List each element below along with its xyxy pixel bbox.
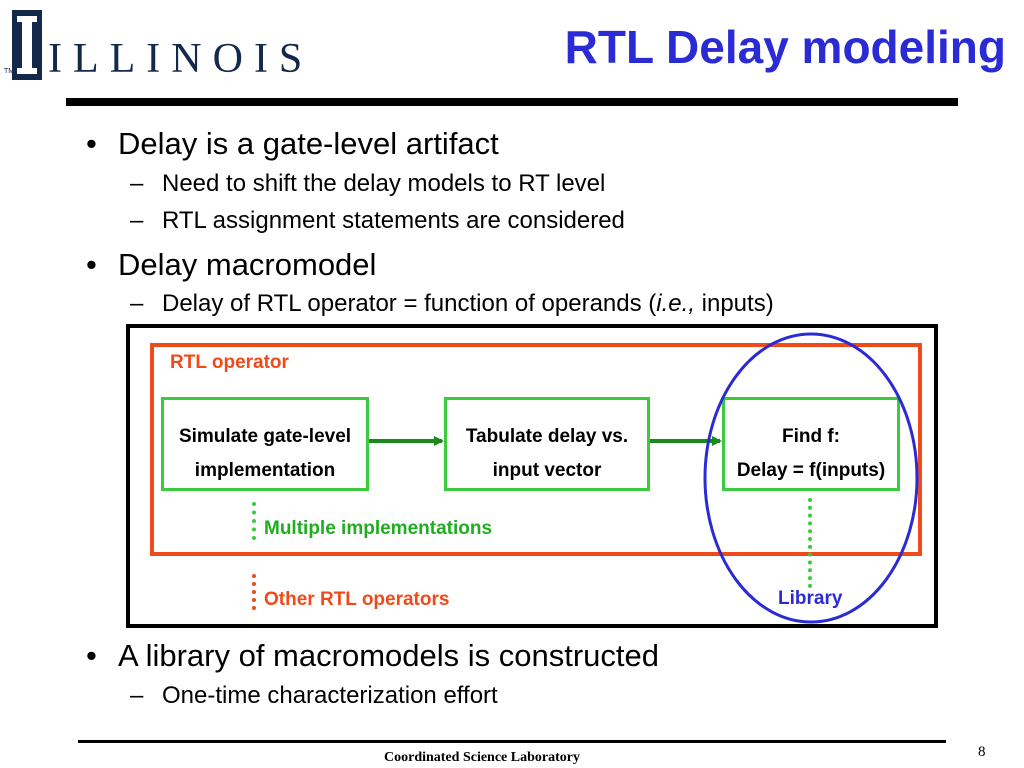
footer-text: Coordinated Science Laboratory [384, 750, 580, 765]
implementations-dotted-line [252, 502, 256, 540]
library-label: Library [778, 588, 843, 609]
tabulate-box-text: Tabulate delay vs.input vector [465, 426, 629, 481]
find-f-box-text: Find f:Delay = f(inputs) [736, 426, 886, 481]
logo-pillar-icon [12, 10, 42, 80]
tabulate-box [444, 397, 650, 491]
footer-divider [78, 740, 946, 743]
logo-trademark: TM [4, 68, 15, 75]
title-divider [66, 98, 958, 106]
rtl-operator-label: RTL operator [170, 352, 289, 373]
rtl-operator-box [150, 343, 922, 556]
library-dotted-line [808, 498, 812, 588]
simulate-box [161, 397, 369, 491]
diagram-frame [126, 324, 938, 628]
multiple-implementations-label: Multiple implementations [264, 518, 493, 539]
other-operators-dotted-line [252, 574, 256, 610]
logo-wordmark: ILLINOIS [48, 36, 314, 82]
slide-title: RTL Delay modeling [564, 21, 1006, 73]
illinois-logo: ILLINOIS TM [4, 8, 302, 84]
page-number: 8 [978, 744, 986, 760]
other-rtl-operators-label: Other RTL operators [264, 589, 450, 610]
